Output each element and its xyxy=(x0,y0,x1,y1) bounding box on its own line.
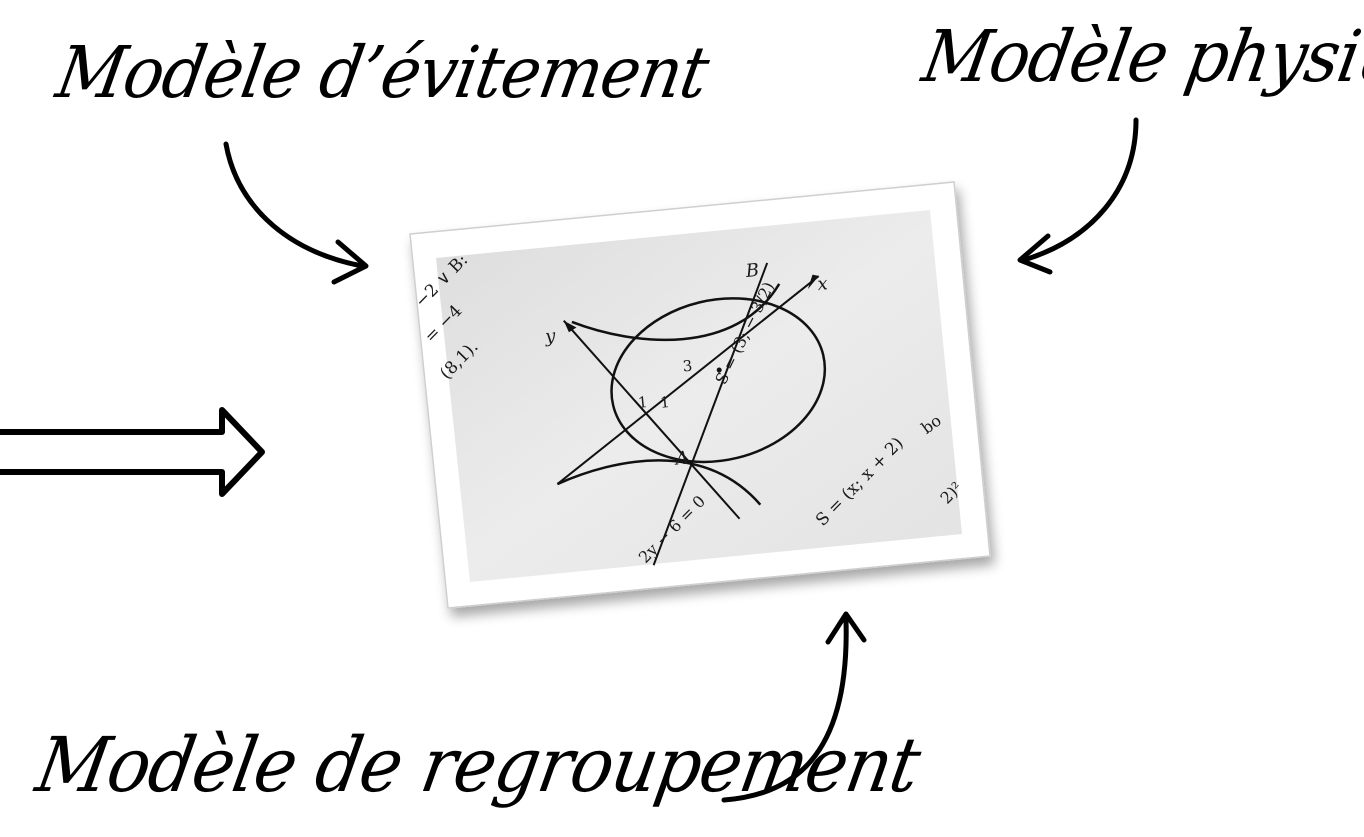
line-ab xyxy=(652,262,769,566)
photo-paper xyxy=(436,210,962,582)
physical-arrow xyxy=(1017,117,1139,275)
x-axis-label: x xyxy=(816,273,828,295)
point-a-label: A xyxy=(673,447,690,469)
point-s xyxy=(716,367,722,373)
x-axis-line xyxy=(556,275,820,485)
hyperbola-bottom xyxy=(556,459,762,506)
y-axis-line xyxy=(563,320,741,520)
y-axis-label: y xyxy=(543,326,557,348)
tick-3-label: 3 xyxy=(682,357,693,376)
math-photo xyxy=(409,181,991,609)
grouping-arrow xyxy=(721,611,867,803)
ellipse-curve xyxy=(610,297,827,464)
hyperbola-top xyxy=(571,283,781,342)
y-axis-arrowhead xyxy=(563,320,577,333)
avoidance-arrow xyxy=(223,141,369,285)
point-b-label: B xyxy=(744,260,760,282)
tick-1b-label: 1 xyxy=(659,393,670,412)
x-axis-arrowhead xyxy=(807,274,819,290)
implies-arrow xyxy=(0,407,265,497)
tick-1a-label: 1 xyxy=(637,393,648,412)
